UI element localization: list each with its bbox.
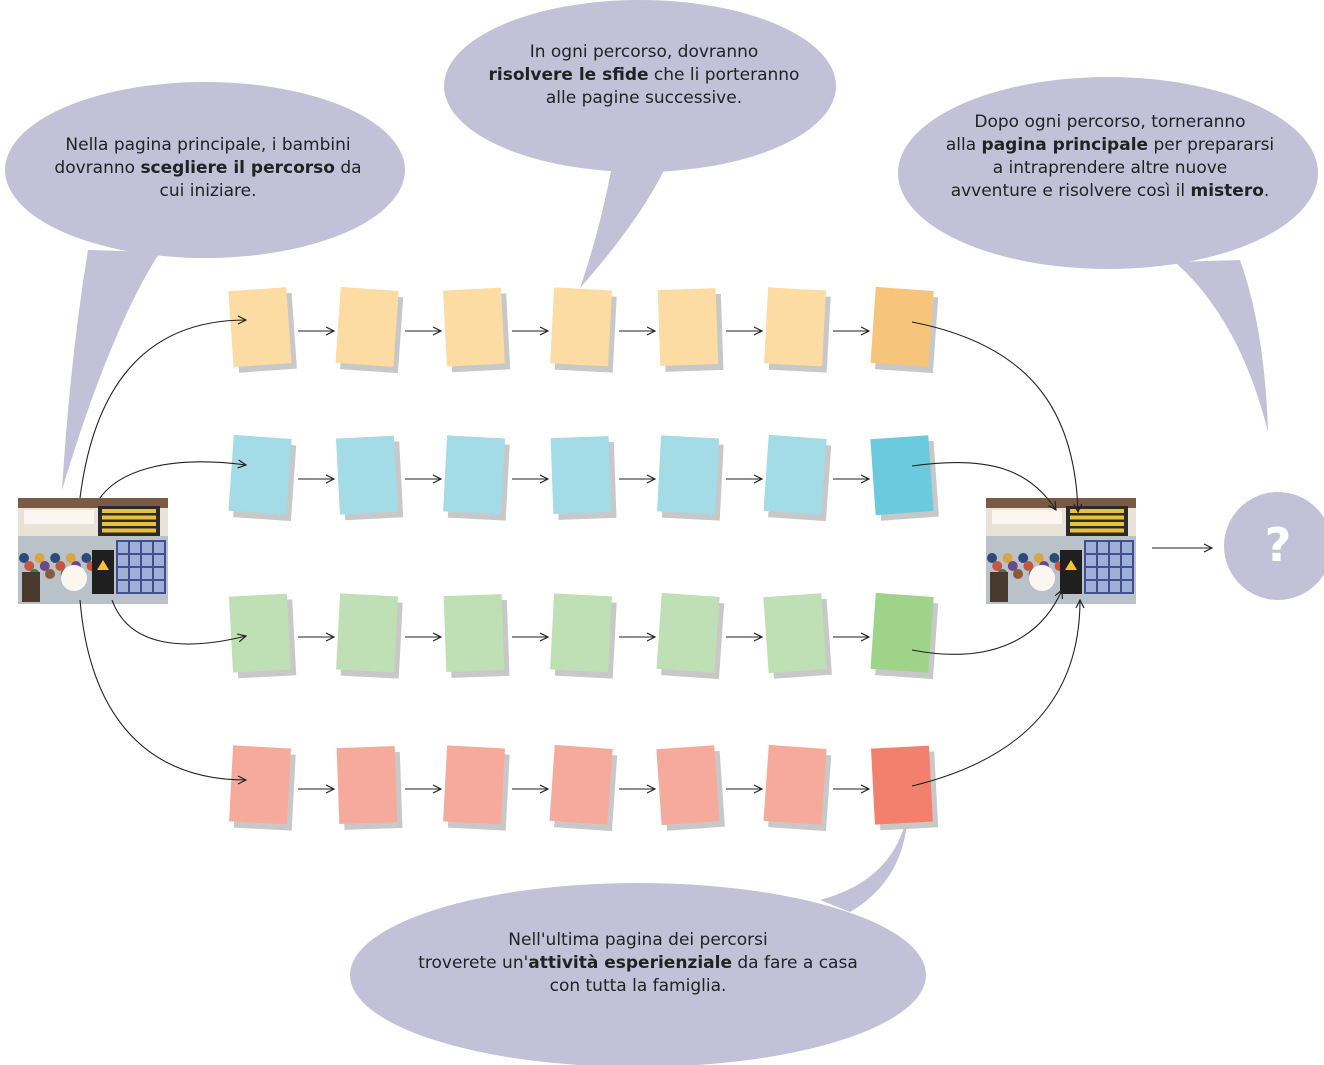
callout-start-text: Nella pagina principale, i bambini dovra… (54, 135, 362, 201)
page-card (764, 287, 831, 373)
page-card (443, 745, 510, 831)
page-card (870, 435, 939, 521)
page-card (443, 435, 510, 521)
callout-return-text: Dopo ogni percorso, torneranno alla pagi… (945, 112, 1275, 201)
connector-path4-return (911, 600, 1080, 787)
bubble-return (898, 77, 1318, 432)
page-card (657, 288, 724, 372)
page-card (228, 287, 297, 373)
bubble-last-page (350, 812, 926, 1065)
page-card (763, 744, 832, 832)
connector-start-path2 (99, 462, 246, 499)
page-card (229, 593, 297, 679)
callout-challenges-text: In ogni percorso, dovranno risolvere le … (488, 42, 800, 108)
page-card (656, 592, 725, 680)
connector-path2-return (911, 461, 1056, 510)
page-card (443, 287, 511, 373)
main-page-thumbnail-right (986, 498, 1136, 604)
mystery-circle (1224, 492, 1324, 600)
bubble-challenges (444, 0, 836, 288)
callout-last-page-text: Nell'ultima pagina dei percorsi troveret… (418, 930, 858, 996)
page-card (870, 286, 939, 374)
page-card (550, 593, 617, 679)
page-card (228, 434, 297, 522)
page-card (763, 434, 832, 522)
page-card (870, 592, 939, 680)
connector-start-path3 (111, 599, 246, 645)
page-card (336, 593, 403, 679)
start-connectors (79, 320, 246, 780)
page-card (336, 435, 404, 521)
page-card (657, 435, 724, 521)
page-card (549, 744, 618, 832)
main-page-thumbnail-left (18, 498, 168, 604)
page-card (335, 286, 404, 374)
page-card (763, 593, 832, 679)
connector-path3-return (911, 590, 1062, 655)
page-card (871, 745, 939, 831)
connector-start-path1 (79, 320, 246, 499)
page-card (550, 436, 617, 520)
mystery-question-mark: ? (1264, 518, 1292, 572)
page-card (656, 745, 725, 831)
return-connectors (911, 321, 1212, 787)
connector-path1-return (911, 321, 1078, 512)
bubble-start (5, 82, 405, 490)
page-card (229, 745, 296, 831)
page-card (336, 746, 403, 830)
connector-start-path4 (79, 599, 246, 780)
page-card (550, 287, 617, 373)
page-card (443, 594, 510, 678)
